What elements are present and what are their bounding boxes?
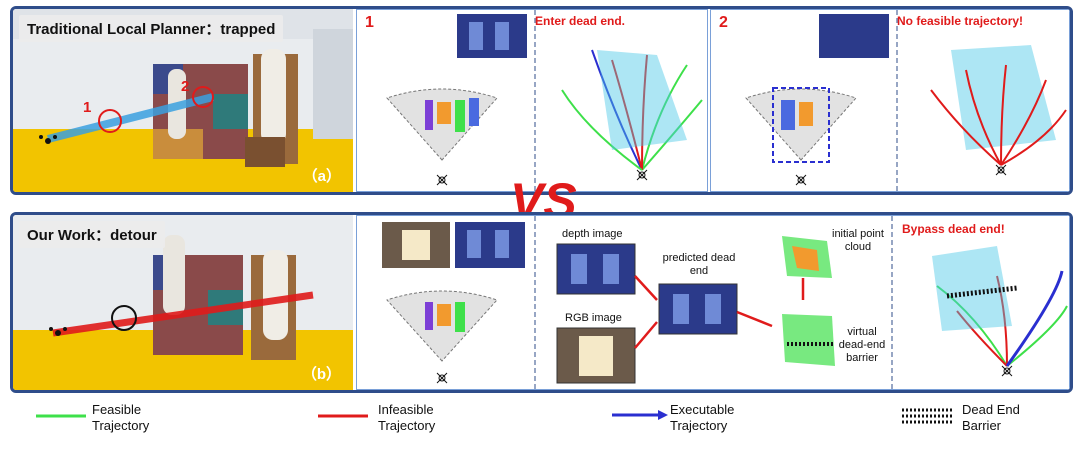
- legend-label-executable: Executable Trajectory: [670, 402, 735, 433]
- legend-swatch-feasible: [36, 414, 86, 418]
- initial-point-cloud-label: initial point cloud: [832, 228, 884, 253]
- sublabel-b: （b）: [301, 366, 341, 383]
- row-our-work: Our Work：detour （b）: [10, 212, 1073, 393]
- panel-enter-dead-end: 1 Enter dead end.: [356, 9, 708, 192]
- rgb-image-label: RGB image: [565, 312, 622, 324]
- marker-1-label: 1: [83, 99, 91, 116]
- panel-title: Enter dead end.: [535, 14, 626, 28]
- photo-our-work: Our Work：detour （b）: [13, 215, 353, 390]
- panel-number: 2: [719, 14, 728, 31]
- panel-no-feasible: 2 No feasible trajectory!: [710, 9, 1070, 192]
- photo-tag: Traditional Local Planner：trapped: [19, 15, 284, 42]
- row-traditional-planner: 1 2 Traditional Local Planner：trapped （a…: [10, 6, 1073, 195]
- legend-swatch-infeasible: [318, 414, 368, 418]
- legend-swatch-executable: [612, 410, 668, 420]
- panel-pipeline: depth image RGB image predicted dead end…: [356, 215, 1070, 390]
- photo-tag: Our Work：detour: [19, 221, 165, 248]
- panel-title: Bypass dead end!: [902, 222, 1005, 236]
- depth-image-label: depth image: [562, 228, 623, 240]
- sublabel-a: （a）: [302, 168, 341, 185]
- legend-label-infeasible: Infeasible Trajectory: [378, 402, 436, 433]
- legend-label-feasible: Feasible Trajectory: [92, 402, 150, 433]
- panel-title: No feasible trajectory!: [897, 14, 1024, 28]
- legend-label-barrier: Dead End Barrier: [962, 402, 1020, 433]
- photo-traditional: 1 2 Traditional Local Planner：trapped （a…: [13, 9, 353, 192]
- virtual-barrier-label: virtual dead-end barrier: [838, 326, 886, 364]
- panel-number: 1: [365, 14, 374, 31]
- predicted-dead-end-label: predicted dead end: [662, 252, 736, 277]
- legend-swatch-barrier: [902, 408, 952, 424]
- marker-2-label: 2: [181, 78, 189, 95]
